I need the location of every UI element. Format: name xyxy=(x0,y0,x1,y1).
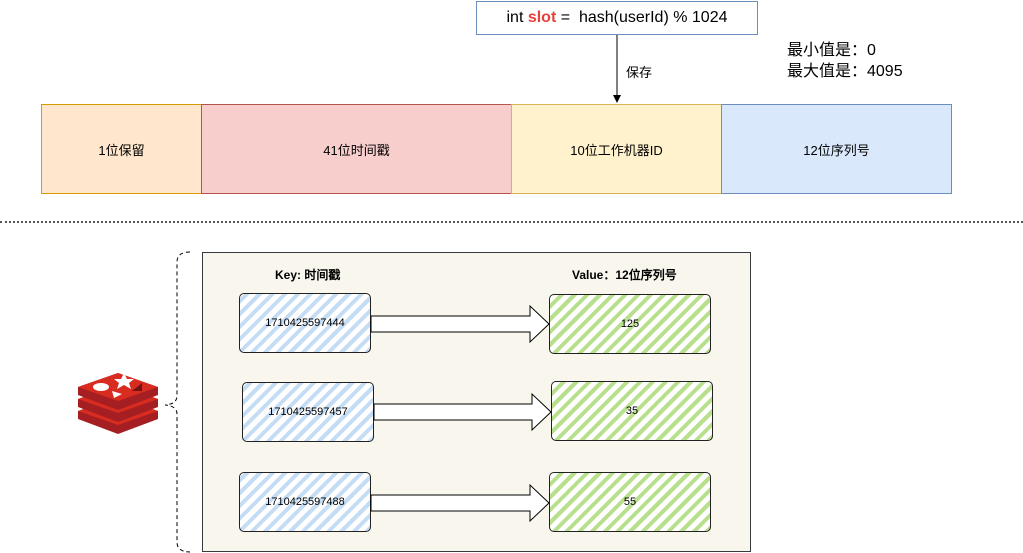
slot-range: 最小值是：0 最大值是：4095 xyxy=(787,40,903,82)
mapping-arrow xyxy=(373,392,552,432)
key-column-header: Key: 时间戳 xyxy=(275,268,341,282)
entry-value: 125 xyxy=(549,294,711,354)
segment-worker-id: 10位工作机器ID xyxy=(511,104,722,194)
formula-suffix: = hash(userId) % 1024 xyxy=(556,9,728,26)
slot-range-max: 最大值是：4095 xyxy=(787,63,903,80)
segment-timestamp: 41位时间戳 xyxy=(201,104,512,194)
slot-range-min: 最小值是：0 xyxy=(787,42,876,59)
segment-sequence: 12位序列号 xyxy=(721,104,952,194)
entry-key: 1710425597444 xyxy=(239,293,371,353)
segment-reserved-bit: 1位保留 xyxy=(41,104,202,194)
entry-value: 35 xyxy=(551,381,713,441)
mapping-arrow xyxy=(370,483,550,523)
redis-logo-icon xyxy=(78,373,158,434)
entry-value: 55 xyxy=(549,472,711,532)
formula-prefix: int xyxy=(506,9,528,26)
section-divider xyxy=(0,221,1023,223)
formula-slot-keyword: slot xyxy=(527,9,557,26)
save-arrow-label: 保存 xyxy=(626,65,653,80)
slot-formula: int slot = hash(userId) % 1024 xyxy=(476,1,758,35)
value-column-header: Value：12位序列号 xyxy=(572,268,677,282)
entry-key: 1710425597457 xyxy=(242,382,374,442)
mapping-arrow xyxy=(370,304,550,344)
